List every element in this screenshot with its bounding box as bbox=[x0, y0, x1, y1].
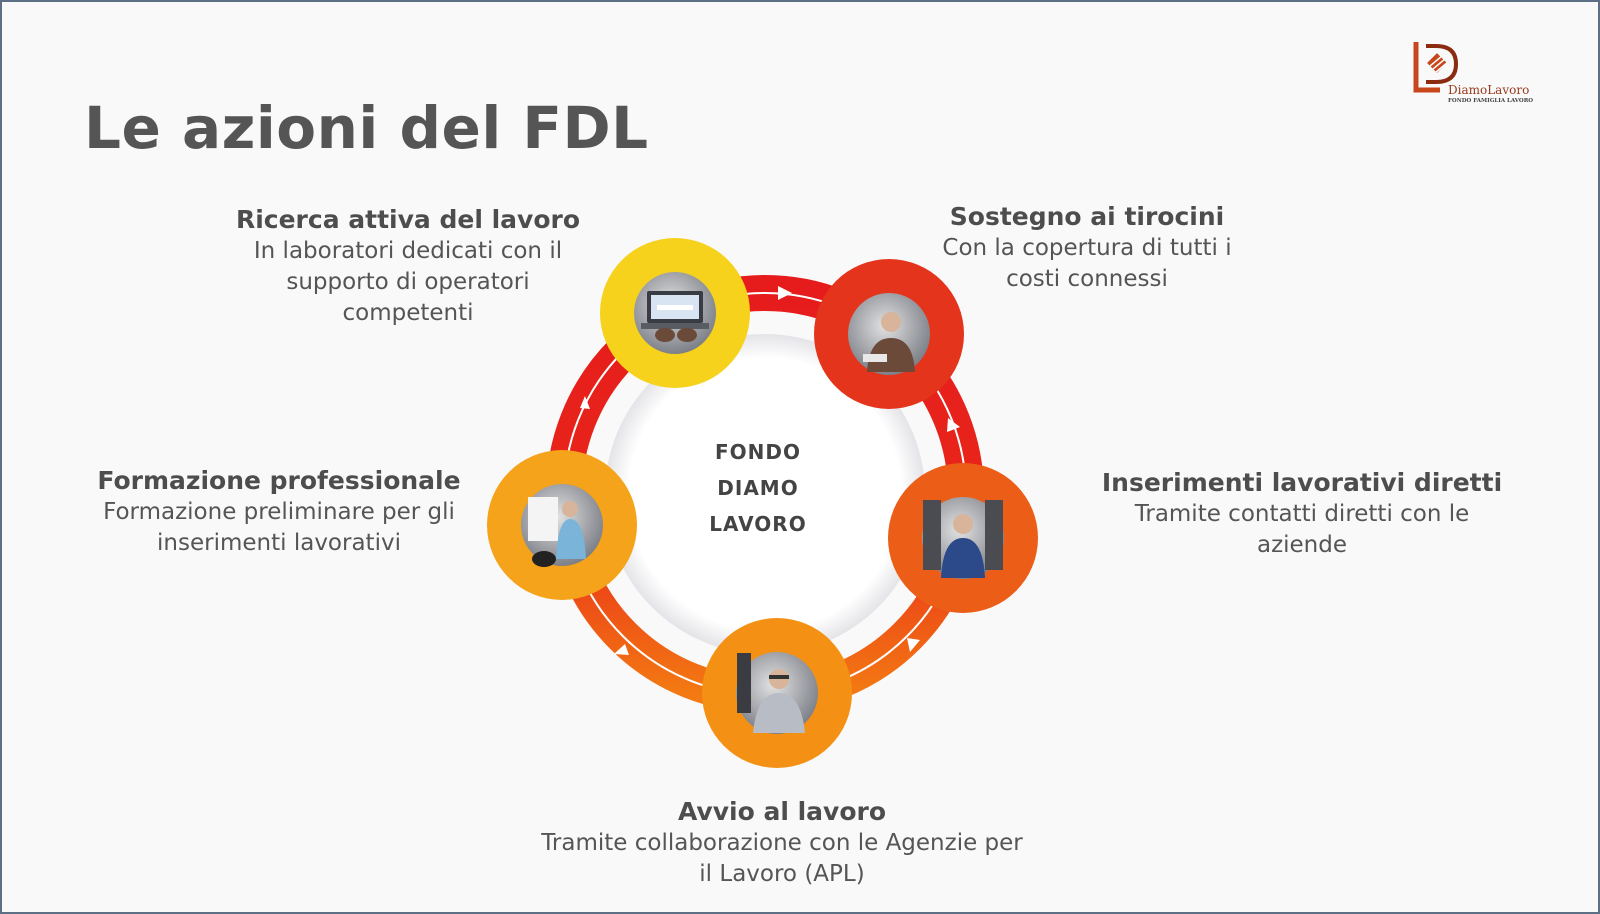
action-ricerca: Ricerca attiva del lavoro In laboratori … bbox=[188, 204, 628, 329]
page-title: Le azioni del FDL bbox=[84, 94, 649, 162]
arrow-icon bbox=[907, 638, 920, 652]
action-avvio: Avvio al lavoro Tramite collaborazione c… bbox=[492, 796, 1072, 890]
action-title: Avvio al lavoro bbox=[677, 797, 887, 826]
logo-name: DiamoLavoro bbox=[1448, 83, 1530, 97]
diamo-lavoro-logo bbox=[1413, 42, 1459, 93]
arrow-icon bbox=[778, 286, 792, 300]
action-description: Formazione preliminare per gli inserimen… bbox=[103, 499, 455, 556]
action-description: Tramite collaborazione con le Agenzie pe… bbox=[541, 830, 1023, 887]
node-ricerca bbox=[600, 238, 750, 388]
action-description: In laboratori dedicati con il supporto d… bbox=[253, 238, 563, 326]
arrow-icon bbox=[947, 418, 960, 432]
arrow-icon bbox=[614, 644, 629, 655]
action-title: Ricerca attiva del lavoro bbox=[235, 205, 581, 234]
action-inserimenti: Inserimenti lavorativi diretti Tramite c… bbox=[1062, 467, 1542, 561]
action-title: Formazione professionale bbox=[97, 466, 461, 495]
node-inserimenti bbox=[888, 463, 1038, 613]
action-formazione: Formazione professionale Formazione prel… bbox=[54, 465, 504, 559]
action-title: Inserimenti lavorativi diretti bbox=[1101, 468, 1503, 497]
center-label: FONDO DIAMO LAVORO bbox=[709, 440, 807, 536]
node-tirocini bbox=[814, 259, 964, 409]
arrow-icon bbox=[580, 396, 590, 409]
action-description: Tramite contatti diretti con le aziende bbox=[1134, 501, 1470, 558]
action-description: Con la copertura di tutti i costi connes… bbox=[942, 235, 1232, 292]
action-tirocini: Sostegno ai tirocini Con la copertura di… bbox=[897, 201, 1277, 295]
node-avvio bbox=[702, 618, 852, 768]
node-formazione bbox=[487, 450, 637, 600]
center-disc bbox=[605, 334, 925, 654]
logo-subtitle: FONDO FAMIGLIA LAVORO bbox=[1448, 98, 1534, 104]
action-title: Sostegno ai tirocini bbox=[949, 202, 1225, 231]
